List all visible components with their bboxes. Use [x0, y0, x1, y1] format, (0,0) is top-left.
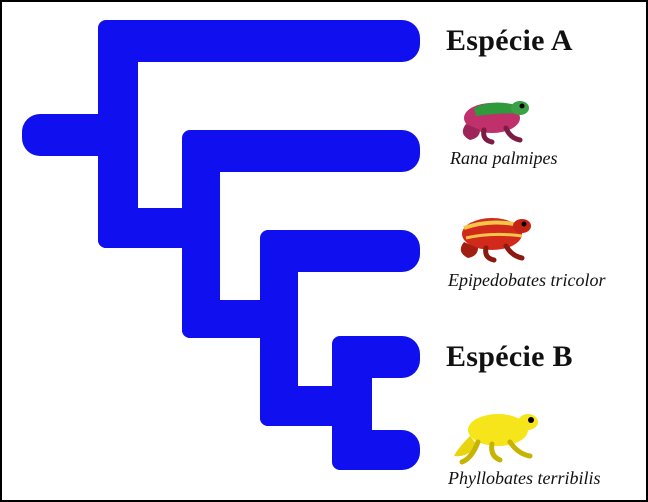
- node-2-vertical: [182, 130, 220, 338]
- root-branch: [22, 114, 122, 156]
- label-phyllobates-terribilis: Phyllobates terribilis: [448, 468, 601, 488]
- label-epipedobates-tricolor: Epipedobates tricolor: [448, 270, 606, 290]
- node-1-vertical: [98, 20, 138, 248]
- node-3-vertical: [260, 230, 298, 426]
- frog-icon: [460, 218, 531, 263]
- label-rana-palmipes: Rana palmipes: [450, 148, 558, 168]
- branch-species-a: [98, 20, 420, 62]
- branches: [22, 20, 420, 470]
- branch-epipedobates: [260, 230, 420, 272]
- branch-species-b: [332, 336, 420, 378]
- label-species-a: Espécie A: [446, 24, 573, 57]
- label-species-b: Espécie B: [446, 340, 573, 373]
- branch-phyllobates: [332, 430, 420, 470]
- frog-icon: [462, 101, 529, 145]
- frog-icon: [454, 414, 538, 465]
- branch-rana: [182, 130, 420, 172]
